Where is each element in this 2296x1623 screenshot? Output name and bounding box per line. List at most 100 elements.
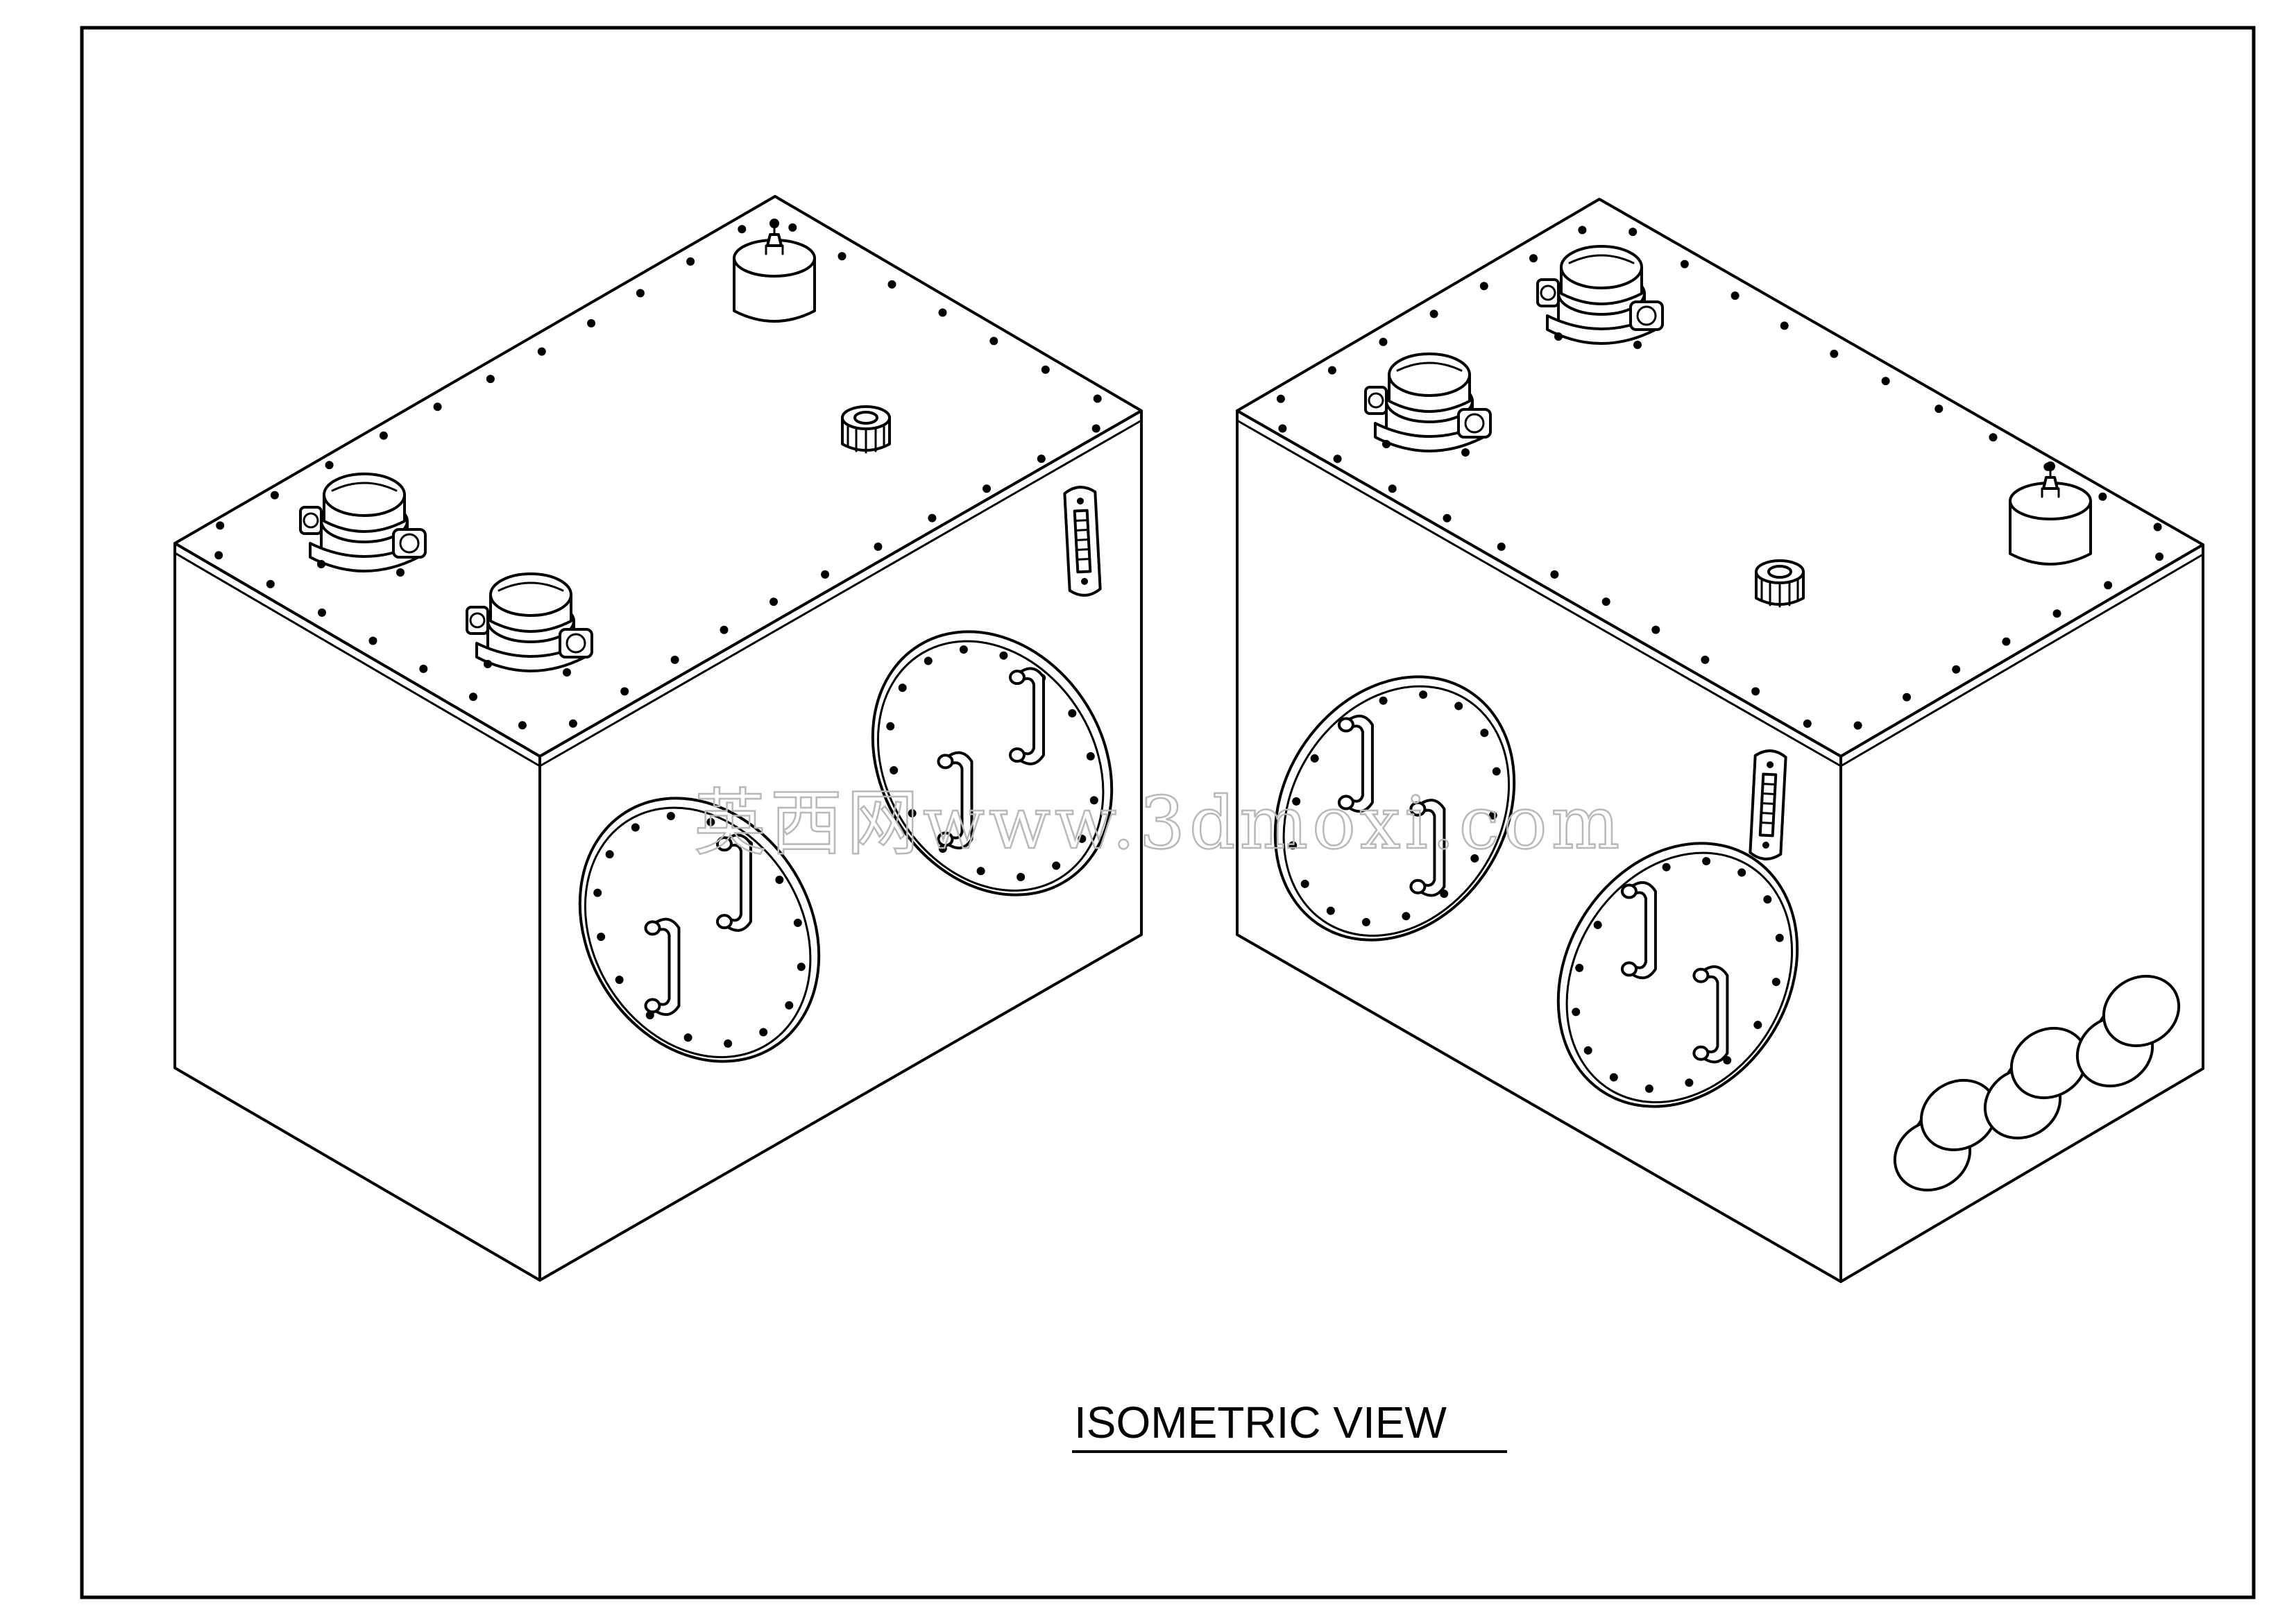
right-top-bolts bbox=[1276, 226, 2164, 730]
rim-bolt bbox=[1550, 570, 1559, 579]
rim-bolt bbox=[379, 431, 388, 440]
rim-bolt bbox=[636, 289, 645, 298]
manhole-bolt bbox=[999, 651, 1008, 660]
rim-bolt bbox=[1578, 226, 1587, 235]
rim-bolt bbox=[1903, 692, 1911, 702]
right-tank-view bbox=[1236, 198, 2204, 1283]
rim-bolt bbox=[266, 579, 275, 588]
rim-bolt bbox=[1601, 597, 1610, 606]
manhole-bolt bbox=[1300, 879, 1309, 888]
manhole-bolt bbox=[593, 888, 602, 897]
manhole-bolt bbox=[886, 722, 895, 731]
manhole-bolt bbox=[1583, 1046, 1592, 1055]
manhole-bolt bbox=[1017, 872, 1026, 881]
manhole-bolt bbox=[1685, 1078, 1694, 1087]
rim-bolt bbox=[2002, 637, 2011, 646]
left-level-gauge bbox=[1064, 486, 1100, 596]
rim-bolt bbox=[1041, 365, 1050, 374]
rim-bolt bbox=[1278, 424, 1287, 433]
rim-bolt bbox=[769, 597, 778, 606]
rim-bolt bbox=[989, 337, 998, 346]
rim-bolt bbox=[1934, 405, 1944, 414]
rim-bolt bbox=[938, 308, 947, 317]
rim-bolt bbox=[568, 719, 577, 728]
manhole-bolt bbox=[759, 1028, 768, 1037]
rim-bolt bbox=[1629, 228, 1638, 237]
manhole-bolt bbox=[605, 850, 614, 859]
rim-bolt bbox=[318, 608, 326, 617]
manhole-bolt bbox=[1488, 811, 1497, 820]
rim-bolt bbox=[537, 347, 546, 356]
rim-bolt bbox=[325, 461, 334, 470]
rim-bolt bbox=[486, 375, 495, 384]
rim-bolt bbox=[2104, 581, 2113, 590]
manhole-bolt bbox=[1737, 868, 1746, 877]
rim-bolt bbox=[1388, 484, 1397, 493]
right-level-gauge bbox=[1750, 750, 1786, 860]
rim-bolt bbox=[1730, 291, 1740, 300]
manhole-bolt bbox=[1480, 729, 1489, 738]
manhole-bolt bbox=[615, 976, 624, 985]
manhole-bolt bbox=[597, 933, 606, 942]
rim-bolt bbox=[2098, 492, 2107, 501]
manhole-bolt bbox=[1289, 841, 1298, 850]
manhole-bolt bbox=[959, 645, 968, 654]
left-top-bolts bbox=[214, 223, 1102, 730]
manhole-bolt bbox=[1575, 963, 1584, 972]
manhole-bolt bbox=[793, 918, 802, 927]
rim-bolt bbox=[1989, 433, 1998, 442]
left-tank-side-face bbox=[173, 542, 541, 1282]
manhole-bolt bbox=[898, 683, 907, 692]
rim-bolt bbox=[837, 252, 847, 261]
manhole-bolt bbox=[797, 962, 806, 971]
rim-bolt bbox=[874, 542, 883, 551]
manhole-bolt bbox=[1068, 708, 1077, 717]
drawing-border bbox=[80, 26, 2256, 1599]
rim-bolt bbox=[216, 521, 225, 530]
rim-bolt bbox=[1780, 321, 1789, 330]
manhole-bolt bbox=[631, 823, 640, 832]
manhole-bolt bbox=[1492, 767, 1501, 776]
manhole-bolt bbox=[1052, 861, 1061, 870]
manhole-bolt bbox=[1078, 834, 1087, 843]
rim-bolt bbox=[270, 491, 279, 500]
manhole-bolt bbox=[1470, 854, 1479, 863]
manhole-bolt bbox=[706, 817, 715, 826]
rim-bolt bbox=[720, 625, 729, 634]
rim-bolt bbox=[587, 318, 596, 328]
rim-bolt bbox=[1091, 424, 1100, 433]
rim-bolt bbox=[2052, 609, 2061, 618]
manhole-bolt bbox=[1775, 933, 1784, 942]
watermark: 英西网www.3dmoxi.com bbox=[694, 781, 1624, 865]
rim-bolt bbox=[469, 692, 477, 702]
left-manhole-1 bbox=[578, 797, 821, 1063]
manhole-bolt bbox=[1771, 978, 1780, 987]
manhole-bolt bbox=[1326, 906, 1335, 915]
rim-bolt bbox=[1751, 687, 1760, 696]
rim-bolt bbox=[1037, 454, 1046, 464]
manhole-bolt bbox=[1379, 696, 1388, 705]
manhole-bolt bbox=[1089, 796, 1098, 805]
rim-bolt bbox=[1651, 625, 1660, 634]
view-caption: ISOMETRIC VIEW bbox=[1074, 1397, 1447, 1447]
manhole-bolt bbox=[924, 656, 933, 665]
rim-bolt bbox=[1497, 542, 1506, 551]
manhole-bolt bbox=[1644, 1084, 1653, 1093]
rim-bolt bbox=[2155, 552, 2164, 561]
rim-bolt bbox=[368, 636, 377, 645]
right-manhole-2 bbox=[1556, 842, 1799, 1108]
rim-bolt bbox=[1952, 665, 1961, 674]
rim-bolt bbox=[214, 551, 223, 560]
rim-bolt bbox=[670, 655, 679, 664]
rim-bolt bbox=[887, 280, 896, 289]
manhole-bolt bbox=[890, 766, 899, 775]
manhole-bolt bbox=[1402, 912, 1411, 921]
manhole-bolt bbox=[1572, 1008, 1581, 1017]
rim-bolt bbox=[1443, 513, 1452, 522]
manhole-bolt bbox=[666, 812, 675, 821]
manhole-bolt bbox=[785, 1001, 794, 1010]
manhole-bolt bbox=[1593, 920, 1602, 929]
rim-bolt bbox=[928, 513, 937, 522]
rim-bolt bbox=[1093, 394, 1102, 403]
